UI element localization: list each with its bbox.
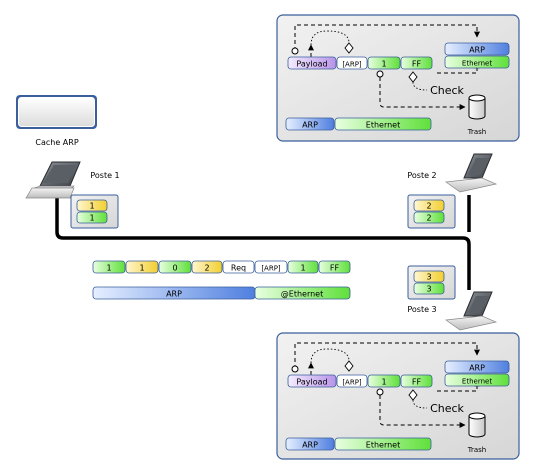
bottom-one-label: 1 [381,378,386,387]
top-bottom-arp: ARP [302,121,318,130]
frame-text-3: 0 [172,264,177,273]
top-stack-ethernet: Ethernet [462,60,492,68]
top-bottom-ethernet: Ethernet [366,121,400,130]
frame-bar-ethernet-label: @Ethernet [281,290,323,299]
bottom-bottom-arp: ARP [302,441,318,450]
laptop-icon-poste2 [445,153,498,193]
top-stack-arp: ARP [469,46,485,55]
bottom-arp-tag-label: [ARP] [342,379,362,387]
poste1-bottom: 1 [89,214,94,223]
frame-text-1: 1 [106,264,111,273]
bottom-bottom-ethernet: Ethernet [366,441,400,450]
processing-panel-top: Payload [ARP] 1 FF Check ARP Ethernet Tr… [276,14,520,142]
cache-label: Cache ARP [35,138,78,147]
network-bus [55,195,471,290]
poste3-bottom: 3 [426,285,431,294]
top-payload-label: Payload [296,60,327,69]
frame-bar-arp-label: ARP [166,290,182,299]
poste3-top: 3 [426,273,431,282]
trash-icon [468,94,486,120]
bottom-stack-arp: ARP [469,364,485,373]
poste1-table: 1 1 [70,194,119,229]
poste2-bottom: 2 [426,214,431,223]
frame-text-7: 1 [300,264,305,273]
frame-cell-5 [222,260,255,274]
poste2-top: 2 [426,202,431,211]
laptop-icon-poste3 [445,291,498,331]
top-one-label: 1 [381,60,386,69]
frame-text-5: Req [231,264,246,273]
poste3-label: Poste 3 [407,305,436,314]
bottom-ff-label: FF [412,378,422,387]
bottom-check-label: Check [430,402,464,415]
frame-cell-3 [158,260,192,274]
poste3-table: 3 3 [407,265,456,300]
poste1-label: Poste 1 [90,171,119,180]
top-check-label: Check [430,84,464,97]
frame-cell-1 [92,260,126,274]
frame-text-6: [ARP] [261,265,281,273]
arp-cache: Cache ARP [16,95,97,147]
frame-cell-8 [318,260,351,274]
trash-icon [468,412,486,438]
frame-cell-7 [287,260,319,274]
top-trash-label: Trash [467,128,487,136]
frame-cell-2 [125,260,159,274]
arp-frame: 1 1 0 2 Req [ARP] 1 FF ARP @Ethernet [92,260,351,300]
poste1-top: 1 [89,202,94,211]
frame-cell-6 [254,260,288,274]
frame-text-8: FF [330,264,340,273]
frame-text-2: 1 [139,264,144,273]
frame-bar-ethernet [254,286,351,300]
frame-cell-4 [191,260,223,274]
poste2-table: 2 2 [407,194,456,229]
bottom-payload-label: Payload [296,378,327,387]
top-arp-tag-label: [ARP] [342,61,362,69]
top-ff-label: FF [412,60,422,69]
bottom-trash-label: Trash [467,446,487,454]
poste2-label: Poste 2 [407,171,436,180]
processing-panel-bottom: Payload [ARP] 1 FF Check ARP Ethernet Tr… [276,332,520,460]
bottom-stack-ethernet: Ethernet [462,378,492,386]
frame-text-4: 2 [204,264,209,273]
laptop-icon-poste1 [25,161,81,199]
